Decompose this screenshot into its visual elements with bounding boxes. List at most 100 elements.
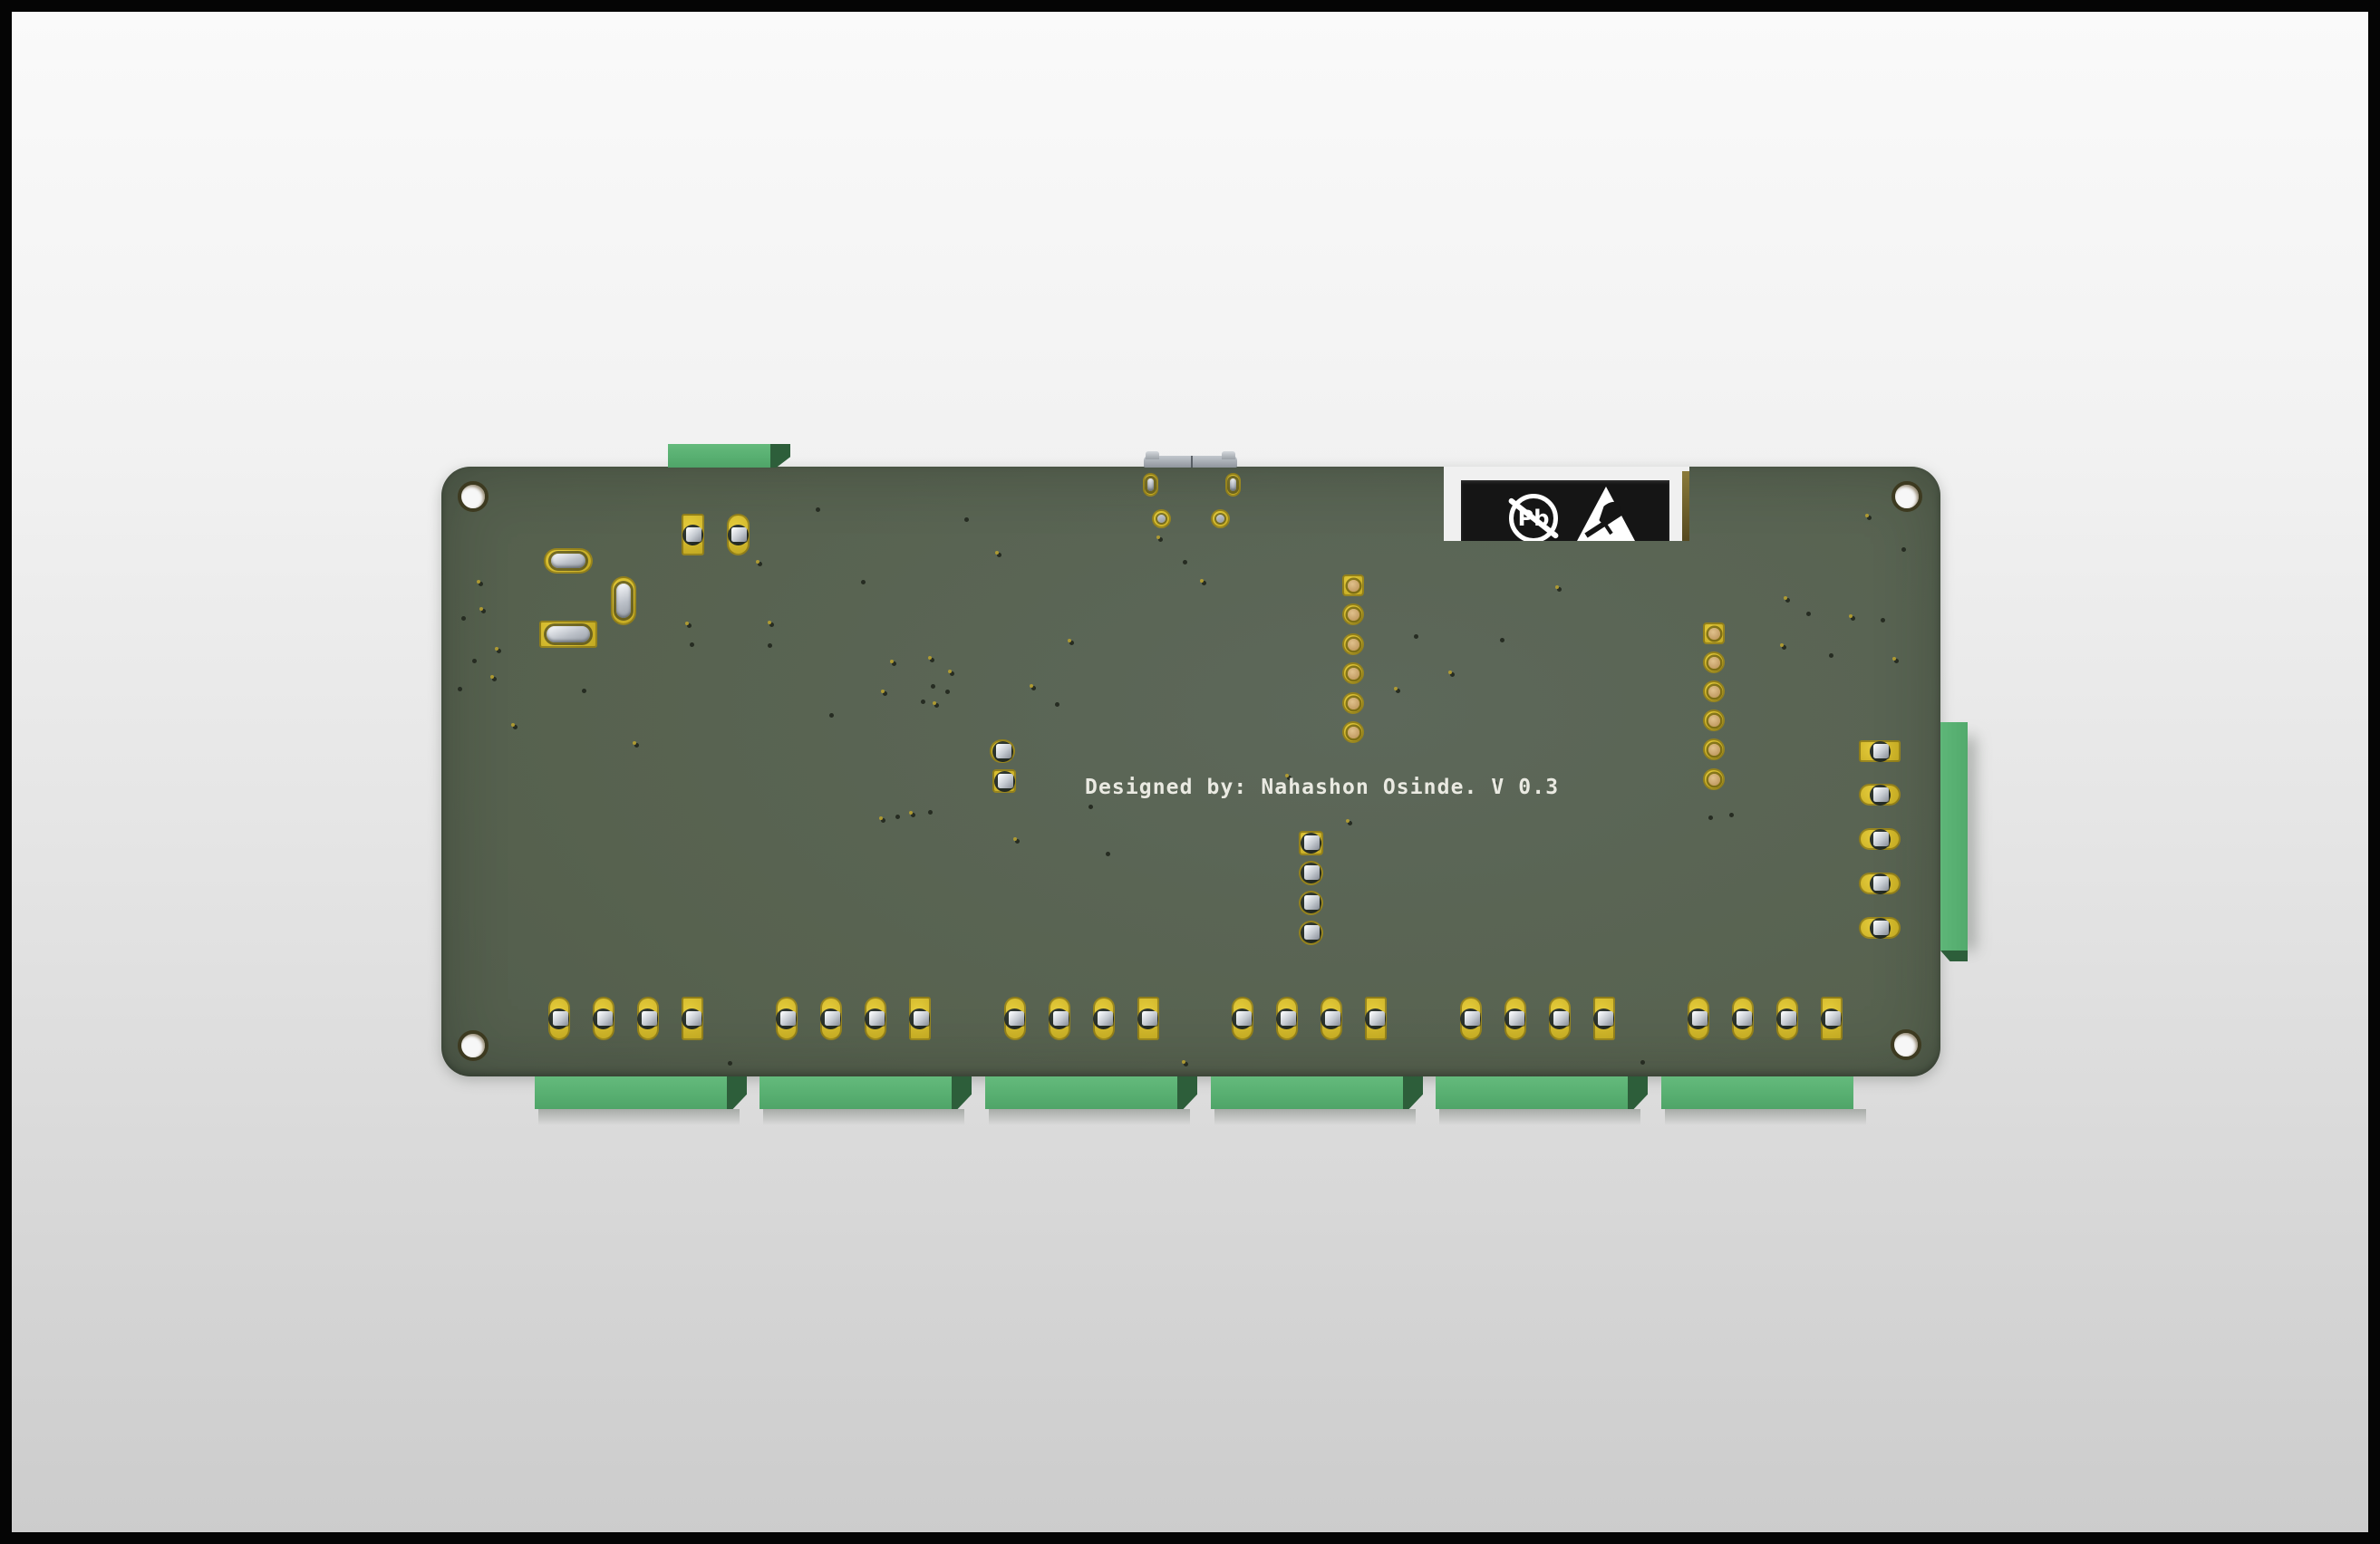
terminal-block-edge [1403, 1076, 1423, 1109]
terminal-block-shadow [763, 1109, 964, 1125]
header-col-right-pad [1703, 651, 1725, 673]
component-pin [998, 773, 1013, 788]
via-dot [1729, 813, 1734, 817]
via-dot [895, 815, 900, 819]
via-dot [1555, 585, 1562, 592]
terminal-pin-pad [1459, 997, 1482, 1040]
terminal-pin-pad [1775, 997, 1798, 1040]
via-dot [1493, 781, 1497, 786]
via-dot [829, 713, 834, 718]
via-dot [909, 811, 915, 817]
open-drill-hole [1347, 638, 1359, 651]
header-col-mid-pad [1298, 920, 1323, 945]
via-dot [1829, 653, 1833, 658]
component-pin [1553, 1010, 1569, 1026]
via-dot [1183, 560, 1187, 565]
open-drill-hole [1347, 726, 1359, 738]
open-drill-hole [1708, 685, 1720, 698]
terminal-pin-pad [1320, 997, 1342, 1040]
bottom-terminal-block [1661, 1076, 1866, 1125]
component-pin [1304, 864, 1320, 880]
via-dot [1068, 639, 1074, 645]
via-dot [1901, 547, 1906, 552]
via-dot [1414, 634, 1418, 639]
component-pin [824, 1010, 840, 1026]
slot-pad [1142, 473, 1158, 497]
solder-slot [547, 626, 590, 642]
terminal-pin-pad [592, 997, 614, 1040]
open-drill-hole [1708, 773, 1720, 786]
component-pin [1597, 1010, 1613, 1026]
terminal-pin-pad [1231, 997, 1253, 1040]
silkscreen-designer-text: Designed by: Nahashon Osinde. V 0.3 [1085, 776, 1560, 799]
terminal-pin-pad [1592, 997, 1615, 1040]
terminal-block-edge [952, 1076, 972, 1109]
via-dot [768, 643, 772, 648]
header-col-left-pad [1342, 603, 1364, 625]
compliance-label: Pb [1461, 480, 1669, 541]
component-pin [1873, 920, 1889, 935]
mounting-hole [1891, 1029, 1921, 1060]
component-pin [1824, 1010, 1841, 1026]
via-dot [1881, 618, 1885, 622]
via-dot [1892, 657, 1899, 663]
via-dot [933, 701, 939, 708]
component-pin [1873, 743, 1889, 758]
via-dot [490, 675, 497, 681]
header-col-mid-pad [1298, 890, 1323, 915]
via-dot [816, 507, 820, 512]
component-pad [681, 514, 704, 555]
solder-center [1156, 514, 1166, 523]
terminal-pin-pad [1364, 997, 1387, 1040]
terminal-block-shadow [538, 1109, 740, 1125]
terminal-pin-pad [1092, 997, 1115, 1040]
component-pin [1464, 1010, 1480, 1026]
component-pin [641, 1010, 657, 1026]
terminal-block-edge [727, 1076, 747, 1109]
mounting-hole [1891, 481, 1922, 512]
via-dot [511, 723, 518, 729]
terminal-pin-pad [819, 997, 842, 1040]
terminal-pin-pad [1137, 997, 1159, 1040]
via-dot [472, 659, 477, 663]
terminal-pin-pad [864, 997, 886, 1040]
header-col-edge-pad [1859, 740, 1901, 762]
header-col-right-pad [1703, 738, 1725, 760]
component-pin [1873, 786, 1889, 802]
via-dot [928, 810, 933, 815]
terminal-pin-pad [1548, 997, 1571, 1040]
usb-shield-pad [1151, 508, 1171, 528]
terminal-block-shadow [1439, 1109, 1640, 1125]
via-dot [1806, 612, 1811, 616]
component-pin [996, 743, 1011, 758]
via-dot [1013, 837, 1020, 844]
component-pin [1304, 894, 1320, 910]
terminal-block-edge [1940, 951, 1968, 961]
via-dot [1500, 638, 1504, 642]
terminal-pin-pad [1504, 997, 1526, 1040]
pcb-board [441, 467, 1940, 1076]
via-dot [756, 560, 762, 566]
header-col-left-pad [1342, 574, 1364, 596]
component-pin [1369, 1010, 1385, 1026]
slot-pad [611, 576, 636, 625]
micro-usb-connector [1144, 451, 1237, 468]
terminal-block-edge [770, 444, 790, 468]
header-col-left-pad [1342, 721, 1364, 743]
terminal-pin-pad [1687, 997, 1709, 1040]
header-col-mid-pad [1298, 830, 1323, 855]
via-dot [690, 642, 694, 647]
via-dot [1346, 819, 1352, 825]
component-pin [685, 1010, 701, 1026]
component-pin [1141, 1010, 1157, 1026]
via-dot [928, 656, 934, 662]
open-drill-hole [1347, 697, 1359, 709]
via-dot [458, 687, 462, 691]
solder-center [1215, 514, 1224, 523]
component-pin [1736, 1010, 1752, 1026]
via-dot [931, 684, 935, 689]
via-dot [1106, 852, 1110, 856]
slot-pad [544, 548, 593, 574]
solder-slot [1146, 478, 1154, 491]
component-pin [1235, 1010, 1252, 1026]
